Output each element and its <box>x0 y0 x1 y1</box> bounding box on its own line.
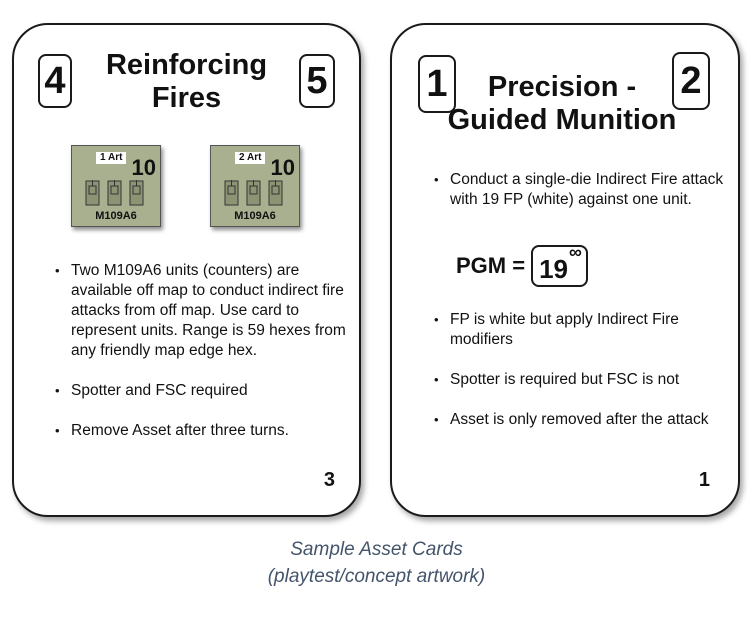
figure-caption: Sample Asset Cards (playtest/concept art… <box>0 536 753 590</box>
card-bullets: Two M109A6 units (counters) are availabl… <box>53 261 353 461</box>
card-title-line2: Guided Munition <box>447 104 677 137</box>
counter-tag: 2 Art <box>235 152 266 164</box>
artillery-vehicle-icon <box>84 180 145 206</box>
bullet-item: Asset is only removed after the attack <box>432 410 732 430</box>
asset-card-precision-guided-munition[interactable]: 1 2 Precision - Guided Munition Conduct … <box>390 23 740 517</box>
right-number-box: 5 <box>299 54 335 108</box>
pgm-value: PGM = 19 ∞ <box>456 242 588 287</box>
artillery-vehicle-icon <box>223 180 284 206</box>
counter-tag: 1 Art <box>96 152 127 164</box>
left-number-box: 1 <box>418 55 456 113</box>
bullet-item: FP is white but apply Indirect Fire modi… <box>432 310 732 350</box>
card-title-line2: Fires <box>151 82 222 115</box>
bullet-item: Spotter is required but FSC is not <box>432 370 732 390</box>
pgm-firepower: 19 <box>539 254 568 284</box>
counter-model: M109A6 <box>95 210 137 222</box>
card-page-number: 3 <box>323 469 335 491</box>
card-bullets-top: Conduct a single-die Indirect Fire attac… <box>432 170 732 230</box>
card-page-number: 1 <box>698 469 710 491</box>
bullet-item: Conduct a single-die Indirect Fire attac… <box>432 170 732 210</box>
card-bullets: FP is white but apply Indirect Fire modi… <box>432 310 732 450</box>
unit-counter: 1 Art 10 M109A6 <box>71 145 161 227</box>
card-title-line1: Reinforcing <box>105 49 268 81</box>
pgm-value-box: 19 ∞ <box>531 242 588 287</box>
unit-counter: 2 Art 10 M109A6 <box>210 145 300 227</box>
counter-firepower: 10 <box>270 155 295 180</box>
card-title: Precision - Guided Munition <box>412 71 712 138</box>
right-number-box: 2 <box>672 52 710 110</box>
left-number-box: 4 <box>38 54 72 108</box>
asset-card-reinforcing-fires[interactable]: 4 5 Reinforcing Fires 1 Art 10 M109A6 2 … <box>12 23 361 517</box>
bullet-item: Two M109A6 units (counters) are availabl… <box>53 261 353 361</box>
bullet-item: Spotter and FSC required <box>53 381 353 401</box>
card-title: Reinforcing Fires <box>84 49 289 116</box>
counter-firepower: 10 <box>131 155 156 180</box>
card-title-line1: Precision - <box>487 71 637 103</box>
infinity-range-icon: ∞ <box>569 242 582 262</box>
counter-model: M109A6 <box>234 210 276 222</box>
caption-line1: Sample Asset Cards <box>290 539 463 560</box>
caption-line2: (playtest/concept artwork) <box>267 566 486 587</box>
bullet-item: Remove Asset after three turns. <box>53 421 353 441</box>
pgm-label: PGM = <box>456 253 526 278</box>
